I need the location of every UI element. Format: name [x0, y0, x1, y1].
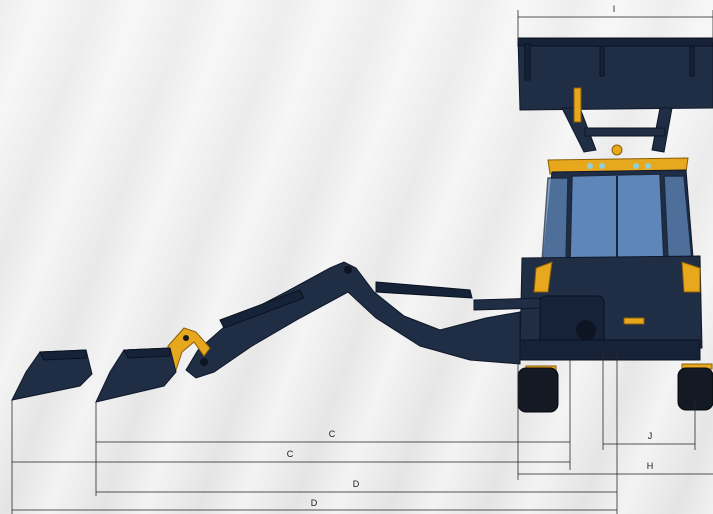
- dimension-C-lower: C: [12, 449, 570, 463]
- front-loader-bucket: [517, 37, 713, 153]
- dimension-D-upper: D: [96, 479, 617, 493]
- backhoe-boom: [185, 261, 541, 379]
- dimension-label-D-lower: D: [311, 498, 318, 508]
- chassis: [519, 255, 713, 372]
- dimension-J: J: [603, 431, 695, 445]
- dimension-C-upper: C: [96, 429, 570, 443]
- dimension-I: I: [518, 4, 713, 18]
- extension-lines: [11, 10, 713, 514]
- dimension-D-lower: D: [12, 498, 617, 511]
- dimension-label-C-lower: C: [287, 449, 294, 459]
- backhoe-bucket-extended: [11, 349, 93, 401]
- dimension-label-C-upper: C: [329, 429, 336, 439]
- backhoe-bucket-retracted: [95, 347, 177, 403]
- rear-wheels: [517, 367, 713, 413]
- operator-cab: [541, 144, 695, 273]
- dimension-label-J: J: [648, 431, 653, 441]
- dimension-label-H: H: [647, 461, 654, 471]
- dimension-label-D-upper: D: [353, 479, 360, 489]
- dimension-H: H: [518, 461, 713, 475]
- dimension-label-I: I: [613, 4, 616, 14]
